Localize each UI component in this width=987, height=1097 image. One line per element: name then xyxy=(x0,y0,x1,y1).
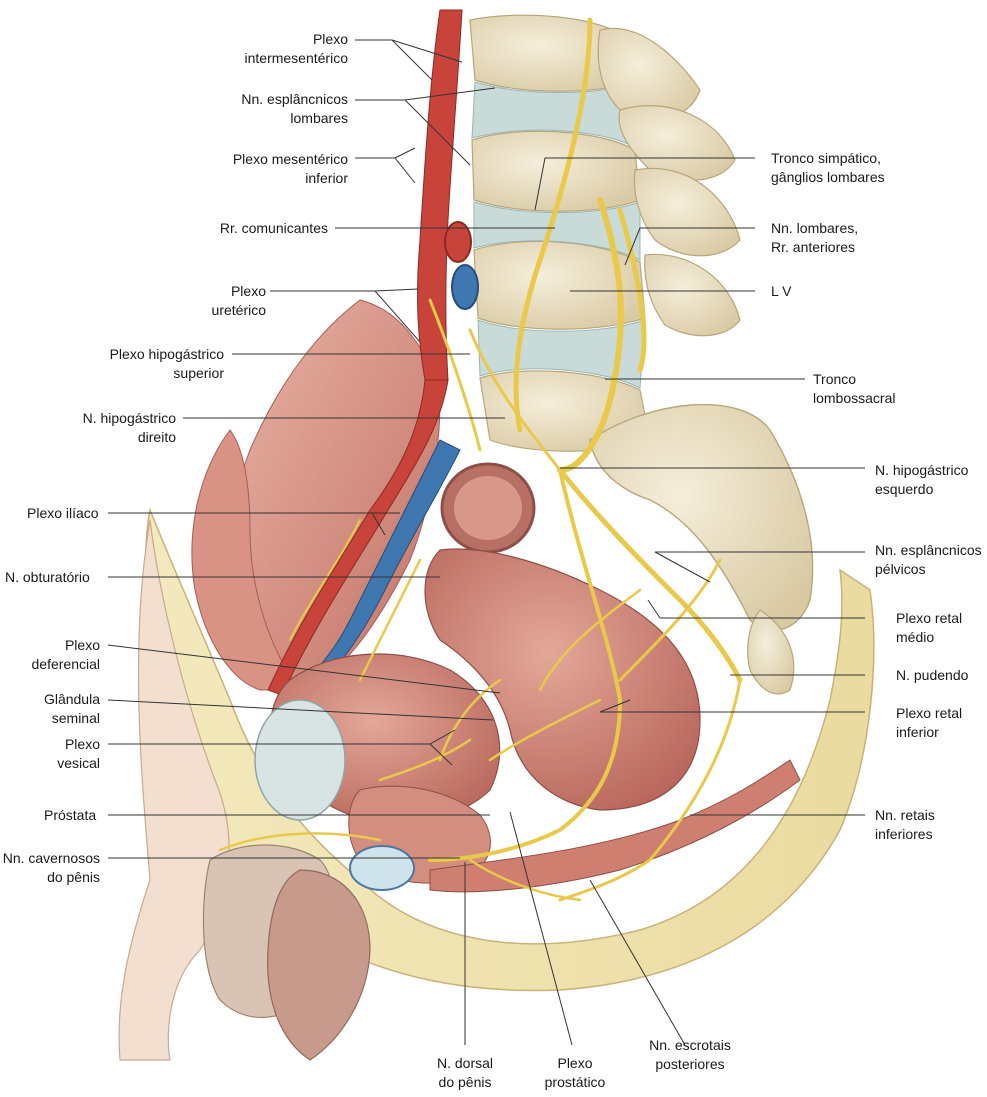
scrotum xyxy=(267,869,371,1061)
gluteal-skin xyxy=(118,519,230,1061)
label-prostata: Próstata xyxy=(44,807,97,823)
label-n-pudendo: N. pudendo xyxy=(896,667,969,683)
penile-crus xyxy=(349,845,415,891)
leader-lines xyxy=(107,39,865,1046)
label-nn-lombares: Nn. lombares,Rr. anteriores xyxy=(771,220,859,255)
sacrum xyxy=(589,403,814,631)
label-lv: L V xyxy=(771,283,792,299)
pubic-symphysis xyxy=(254,699,346,821)
rectum xyxy=(424,548,701,811)
coccyx xyxy=(747,609,795,695)
iliacus-muscle xyxy=(191,429,301,691)
artery-cross-section xyxy=(444,221,472,263)
nerve-network xyxy=(218,17,743,902)
label-n-obturatorio: N. obturatório xyxy=(5,569,90,585)
vein-cross-section xyxy=(451,264,479,310)
label-tronco-simpatico: Tronco simpático,gânglios lombares xyxy=(771,150,885,185)
lumbar-spine xyxy=(469,14,651,452)
label-rr-comunicantes: Rr. comunicantes xyxy=(219,220,328,236)
vertebral-processes xyxy=(597,27,741,337)
label-plexo-iliaco: Plexo ilíaco xyxy=(27,505,99,521)
